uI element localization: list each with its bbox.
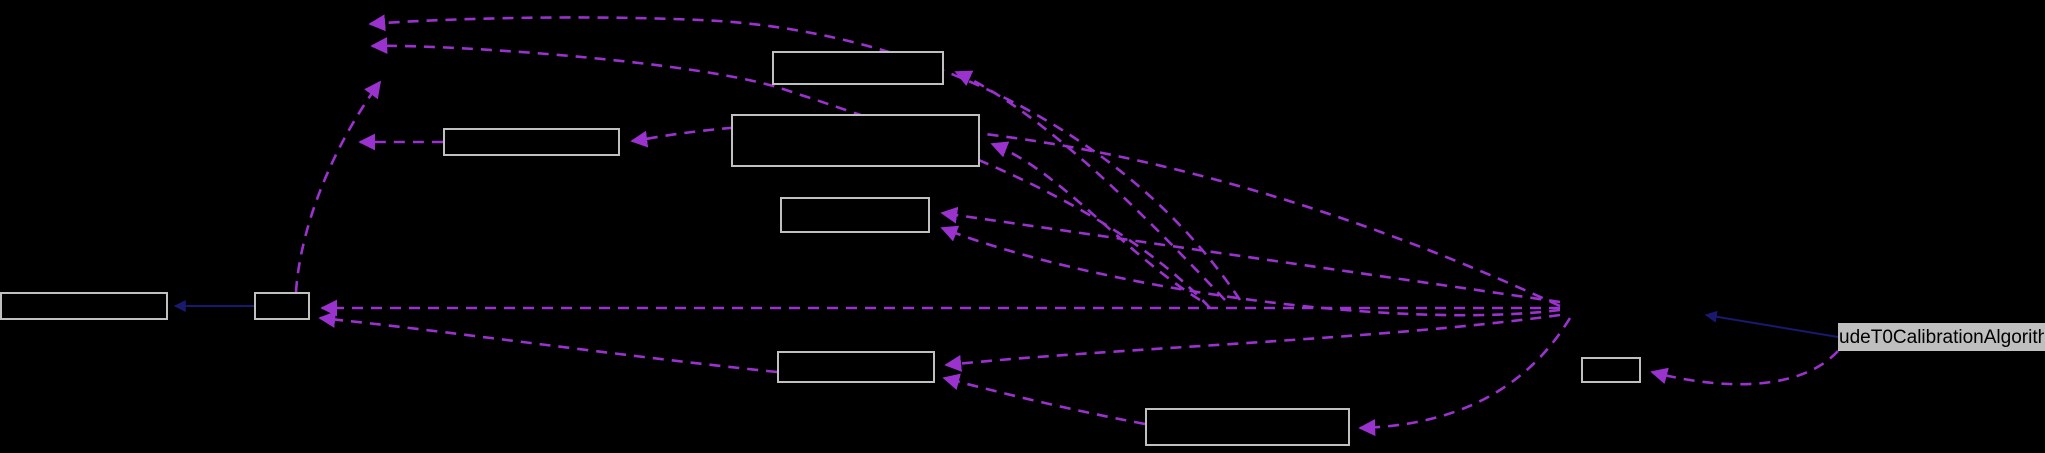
edge-node7-to-node6 — [942, 373, 1146, 426]
edge-hub-to-top-arrow-b — [370, 37, 1211, 309]
edge-hub-to-node7 — [1358, 317, 1572, 437]
graph-node-unlabeled[interactable] — [254, 292, 310, 320]
edge-hub-to-node5-lower — [940, 225, 1561, 317]
edge-solid-group — [173, 300, 1839, 338]
edge-node1-down-to-node6 — [318, 311, 778, 374]
edge-hub-to-node3 — [954, 70, 1226, 301]
graph-node-crudet0calibrationalgorithm[interactable]: CrudeT0CalibrationAlgorithm — [1838, 323, 2045, 351]
graph-node-unlabeled[interactable] — [777, 351, 935, 383]
graph-node-label: CrudeT0CalibrationAlgorithm — [1839, 326, 2044, 348]
edge-crudet0-to-smallbox — [1650, 350, 1839, 386]
graph-node-unlabeled[interactable] — [1145, 408, 1350, 446]
graph-node-unlabeled[interactable] — [0, 292, 168, 320]
graph-node-unlabeled[interactable] — [772, 51, 944, 85]
edge-crudet0-to-hubnode — [1704, 310, 1839, 338]
graph-node-unlabeled[interactable] — [731, 114, 980, 167]
graph-node-unlabeled[interactable] — [443, 128, 620, 156]
edge-hub-to-node4 — [990, 141, 1201, 302]
edge-node1-up-curve — [294, 80, 382, 293]
edge-hub-to-node6 — [944, 313, 1561, 372]
graph-node-unlabeled[interactable] — [780, 197, 930, 233]
edge-hub-to-node5-upper — [940, 206, 1561, 304]
graph-node-unlabeled[interactable] — [1581, 357, 1641, 383]
